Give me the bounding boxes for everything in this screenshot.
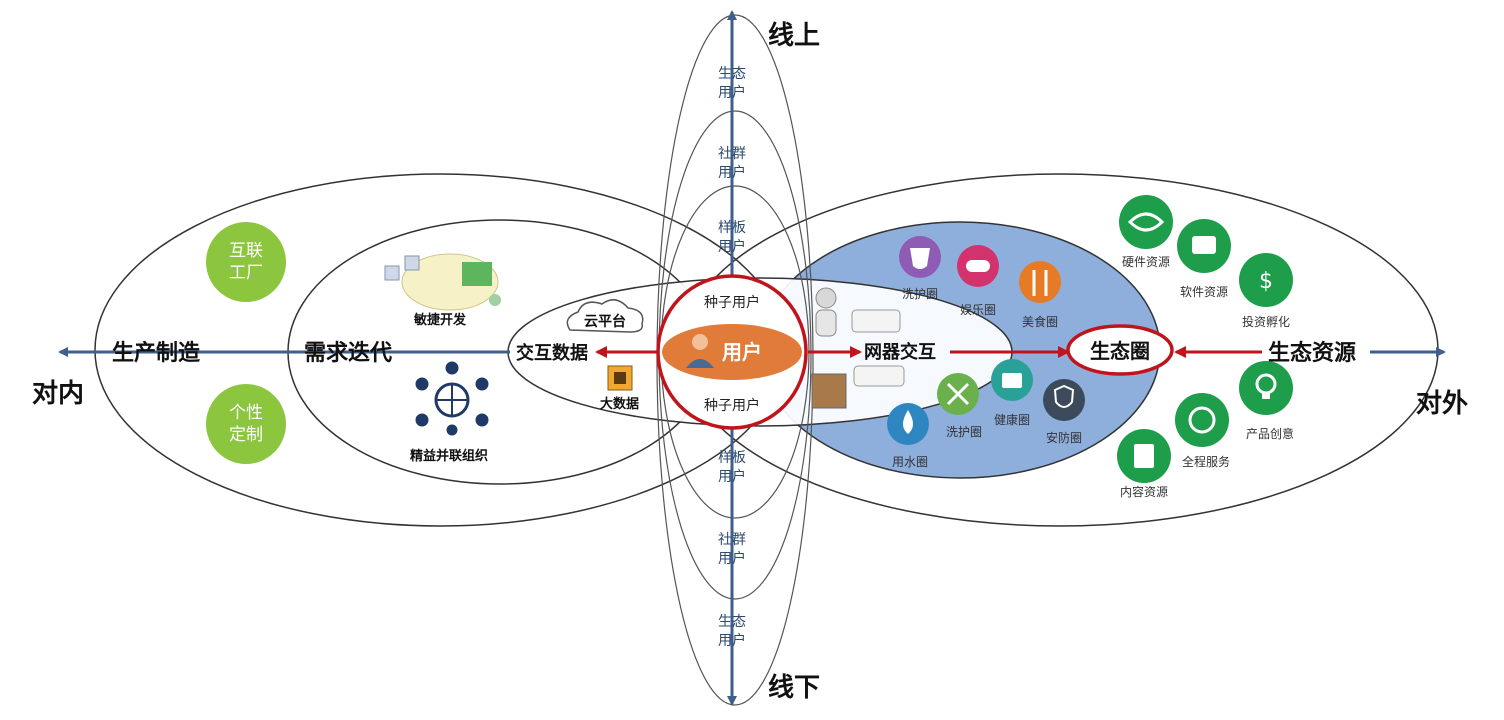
seed-user-top: 种子用户 <box>704 294 760 311</box>
resource-label: 全程服务 <box>1182 454 1230 469</box>
label-lean-org: 精益并联组织 <box>410 448 488 464</box>
eco-circle-label: 洗护圈 <box>902 287 938 301</box>
green-circle-custom <box>206 384 286 464</box>
resource-hardware[interactable]: 硬件资源 <box>1119 195 1173 269</box>
device-robot-icon <box>815 287 837 337</box>
agile-dev-graphic <box>384 253 501 311</box>
eco-circle-label: 健康圈 <box>994 412 1030 427</box>
eco-circle[interactable] <box>1066 324 1174 376</box>
green-circle-factory <box>206 222 286 302</box>
chip-icon <box>607 365 633 391</box>
label-interaction-data: 交互数据 <box>516 342 588 364</box>
resource-label: 软件资源 <box>1180 285 1228 299</box>
dollar-icon: $ <box>1259 269 1273 294</box>
ring-labels-bottom: 样板用户 社群用户 生态用户 <box>718 450 746 649</box>
label-production: 生产制造 <box>112 341 200 366</box>
ring-top-eco: 生态用户 <box>718 66 746 101</box>
cloud-icon <box>566 299 644 333</box>
eco-circle-food[interactable]: 美食圈 <box>1019 261 1061 329</box>
resource-label: 内容资源 <box>1120 484 1168 499</box>
shield-icon <box>1043 379 1085 421</box>
network-people-icon <box>415 361 489 436</box>
green-factory-label: 互联工厂 <box>229 241 263 283</box>
label-device-interaction: 网器交互 <box>864 341 936 363</box>
ring-labels-top: 生态用户 社群用户 样板用户 <box>718 66 746 255</box>
label-bigdata: 大数据 <box>600 396 639 412</box>
person-icon <box>686 334 714 368</box>
hardware-icon <box>1119 195 1173 249</box>
service-icon <box>1175 393 1229 447</box>
label-online: 线上 <box>768 21 820 51</box>
label-eco-resources: 生态资源 <box>1268 340 1356 366</box>
label-offline: 线下 <box>768 673 820 703</box>
eco-circle-health[interactable]: 健康圈 <box>991 359 1033 427</box>
eco-circle-label: 娱乐圈 <box>960 303 996 317</box>
device-aircon-icon <box>853 365 905 387</box>
label-eco-circle: 生态圈 <box>1090 339 1150 363</box>
device-oven-icon <box>811 373 847 409</box>
user-label: 用户 <box>722 340 762 364</box>
ring-bottom-community: 社群用户 <box>718 532 746 567</box>
label-internal: 对内 <box>32 379 84 409</box>
green-custom-label: 个性定制 <box>229 403 263 445</box>
eco-circle-washcare-2[interactable]: 洗护圈 <box>937 373 982 439</box>
fork-knife-icon <box>1019 261 1061 303</box>
seed-user-bottom: 种子用户 <box>704 397 760 414</box>
ring-bottom-sample: 样板用户 <box>718 450 746 485</box>
resource-content[interactable]: 内容资源 <box>1117 429 1171 499</box>
eco-circle-security[interactable]: 安防圈 <box>1043 379 1085 445</box>
resource-software[interactable]: 软件资源 <box>1177 219 1231 299</box>
ring-top-sample: 样板用户 <box>718 220 746 255</box>
device-heater-icon <box>851 309 901 333</box>
eco-circle-label: 美食圈 <box>1022 314 1058 329</box>
eco-circle-label: 洗护圈 <box>946 425 982 439</box>
resource-service[interactable]: 全程服务 <box>1175 393 1230 469</box>
resource-label: 投资孵化 <box>1242 314 1290 329</box>
ring-top-community: 社群用户 <box>718 146 746 181</box>
resource-label: 硬件资源 <box>1122 255 1170 269</box>
eco-circle-label: 用水圈 <box>892 455 928 469</box>
ring-bottom-eco: 生态用户 <box>718 614 746 649</box>
eco-circle-label: 安防圈 <box>1046 430 1082 445</box>
eco-circle-water[interactable]: 用水圈 <box>887 403 929 469</box>
resource-idea[interactable]: 产品创意 <box>1239 361 1294 441</box>
label-iteration: 需求迭代 <box>304 341 392 366</box>
eco-circle-washcare[interactable]: 洗护圈 <box>899 236 941 301</box>
idea-icon <box>1239 361 1293 415</box>
resource-investment[interactable]: $ 投资孵化 <box>1239 253 1293 329</box>
label-agile: 敏捷开发 <box>413 312 467 328</box>
eco-circle-entertainment[interactable]: 娱乐圈 <box>957 245 999 317</box>
resource-label: 产品创意 <box>1246 426 1294 441</box>
investment-icon <box>1239 253 1293 307</box>
label-cloud: 云平台 <box>584 313 626 330</box>
label-external: 对外 <box>1416 389 1468 419</box>
